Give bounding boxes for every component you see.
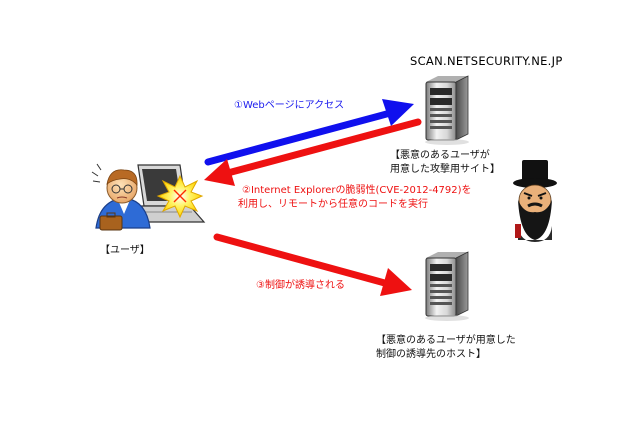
explosion-icon: [156, 174, 204, 219]
user-label: 【ユーザ】: [100, 245, 150, 256]
arrow-redirect: [213, 233, 412, 296]
step3-label: ③制御が誘導される: [256, 280, 345, 291]
server-icon: [425, 251, 469, 321]
attack-site-label-line2: 用意した攻撃用サイト】: [390, 164, 500, 175]
redirect-host-label-line2: 制御の誘導先のホスト】: [376, 349, 486, 360]
step2-label-line2: 利用し、リモートから任意のコードを実行: [238, 199, 428, 210]
arrow-exploit: [204, 118, 422, 186]
attack-site-label-line1: 【悪意のあるユーザが: [390, 150, 490, 161]
arrow-access: [204, 99, 414, 166]
server-icon: [425, 75, 469, 145]
step2-label-line1: ②Internet Explorerの脆弱性(CVE-2012-4792)を: [242, 185, 472, 196]
redirect-host-label-line1: 【悪意のあるユーザが用意した: [376, 335, 516, 346]
attacker-icon: [513, 160, 557, 242]
watermark: SCAN.NETSECURITY.NE.JP: [410, 54, 563, 68]
step1-label: ①Webページにアクセス: [234, 100, 345, 111]
